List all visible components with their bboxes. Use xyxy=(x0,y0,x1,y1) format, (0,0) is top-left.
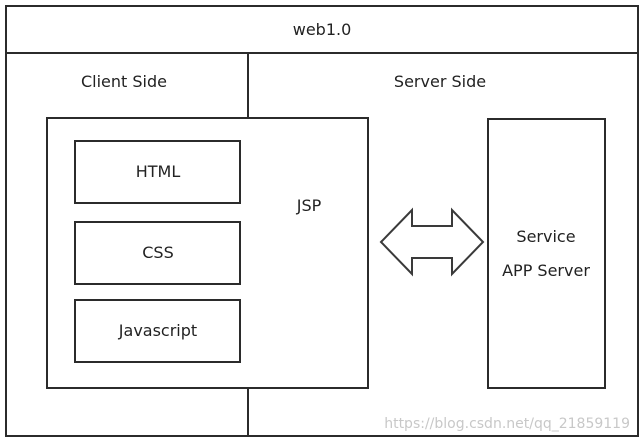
client-item-html: HTML xyxy=(74,140,241,204)
client-side-label: Client Side xyxy=(81,72,167,91)
double-arrow-icon xyxy=(379,207,485,277)
app-server-label: APP Server xyxy=(502,261,590,280)
css-box xyxy=(74,221,241,285)
client-item-css: CSS xyxy=(74,221,241,285)
html-box xyxy=(74,140,241,204)
html-label: HTML xyxy=(136,162,181,181)
diagram-title: web1.0 xyxy=(293,20,352,39)
watermark-text: https://blog.csdn.net/qq_21859119 xyxy=(384,416,630,432)
service-label: Service xyxy=(516,227,575,246)
javascript-box xyxy=(74,299,241,363)
javascript-label: Javascript xyxy=(118,321,197,340)
client-item-javascript: Javascript xyxy=(74,299,241,363)
css-label: CSS xyxy=(142,243,173,262)
app-server-box xyxy=(487,118,606,389)
server-side-label: Server Side xyxy=(394,72,486,91)
jsp-label: JSP xyxy=(296,196,322,215)
